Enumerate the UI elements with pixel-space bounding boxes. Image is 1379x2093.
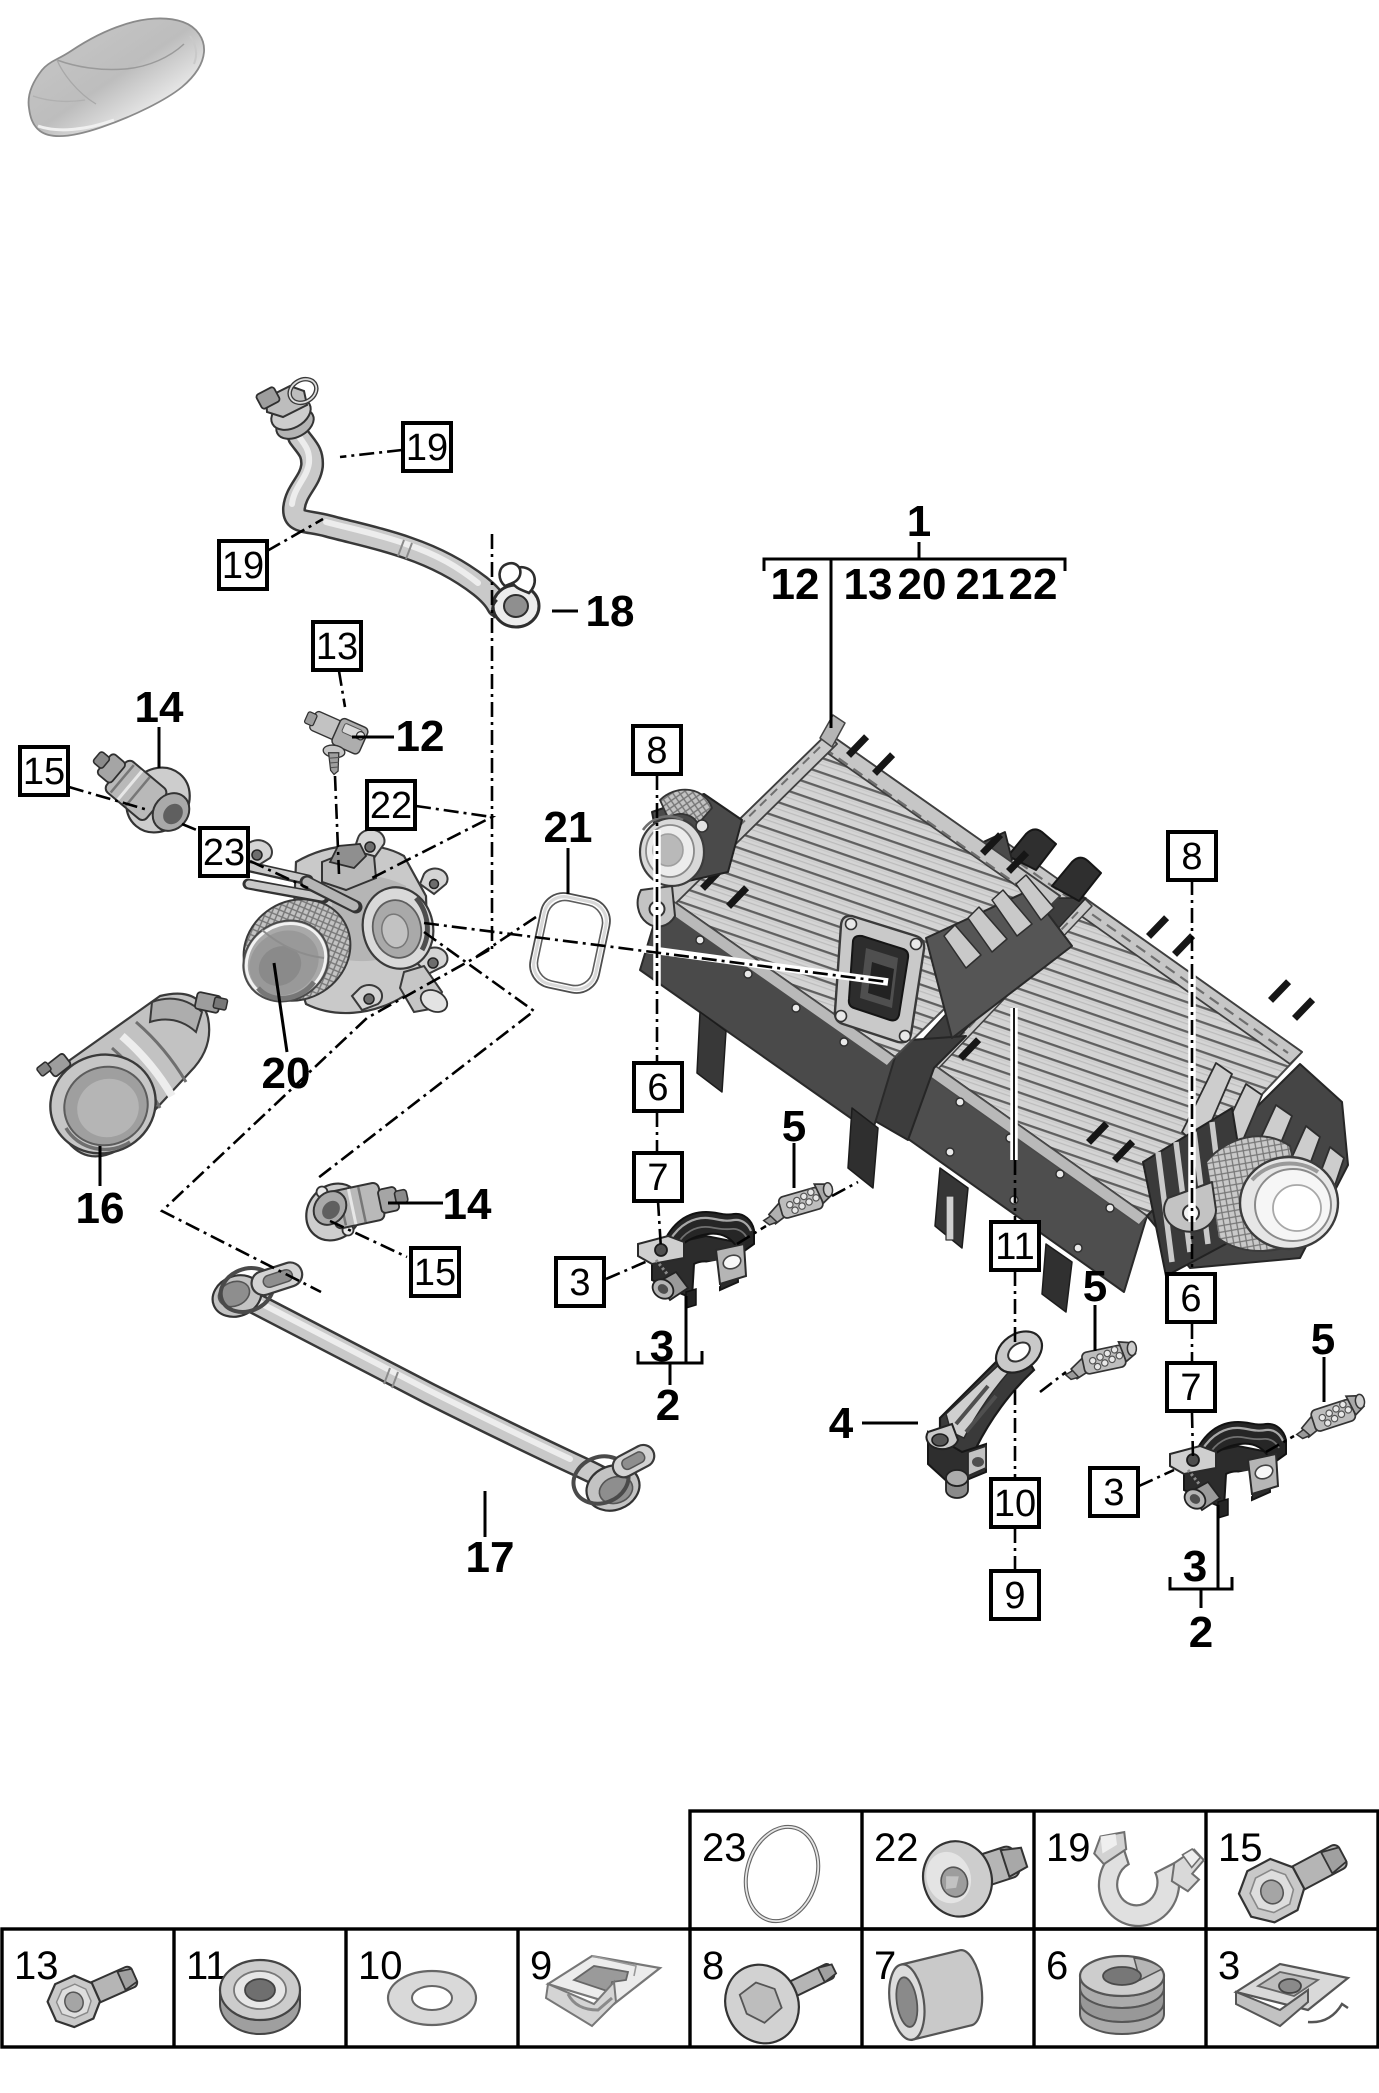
svg-text:12: 12 bbox=[396, 712, 445, 761]
svg-text:23: 23 bbox=[203, 832, 245, 874]
svg-text:22: 22 bbox=[874, 1826, 919, 1870]
svg-text:5: 5 bbox=[782, 1102, 806, 1151]
svg-text:3: 3 bbox=[1103, 1472, 1124, 1514]
svg-text:13: 13 bbox=[14, 1944, 59, 1988]
svg-text:10: 10 bbox=[994, 1483, 1036, 1525]
svg-text:19: 19 bbox=[222, 545, 264, 587]
svg-text:23: 23 bbox=[702, 1826, 747, 1870]
svg-text:18: 18 bbox=[586, 587, 635, 636]
svg-text:11: 11 bbox=[995, 1226, 1034, 1268]
svg-text:3: 3 bbox=[1218, 1944, 1240, 1988]
svg-text:9: 9 bbox=[1004, 1575, 1025, 1617]
svg-text:20: 20 bbox=[898, 560, 947, 609]
svg-text:6: 6 bbox=[647, 1067, 668, 1109]
svg-text:8: 8 bbox=[702, 1944, 724, 1988]
svg-text:7: 7 bbox=[647, 1157, 668, 1199]
svg-text:5: 5 bbox=[1083, 1262, 1107, 1311]
svg-text:14: 14 bbox=[443, 1180, 492, 1229]
svg-text:3: 3 bbox=[1183, 1542, 1207, 1591]
svg-text:19: 19 bbox=[1046, 1826, 1091, 1870]
svg-text:12: 12 bbox=[771, 560, 820, 609]
svg-text:8: 8 bbox=[1181, 836, 1202, 878]
svg-text:1: 1 bbox=[907, 497, 931, 546]
svg-text:2: 2 bbox=[1189, 1608, 1213, 1657]
svg-text:9: 9 bbox=[530, 1944, 552, 1988]
svg-text:10: 10 bbox=[358, 1944, 403, 1988]
svg-text:21: 21 bbox=[544, 803, 593, 852]
svg-text:8: 8 bbox=[646, 730, 667, 772]
svg-text:21: 21 bbox=[956, 560, 1005, 609]
svg-text:16: 16 bbox=[76, 1184, 125, 1233]
svg-text:3: 3 bbox=[569, 1262, 590, 1304]
svg-text:15: 15 bbox=[1218, 1826, 1263, 1870]
svg-text:22: 22 bbox=[370, 785, 412, 827]
svg-text:6: 6 bbox=[1180, 1278, 1201, 1320]
svg-text:15: 15 bbox=[23, 751, 65, 793]
svg-text:14: 14 bbox=[135, 683, 184, 732]
svg-text:13: 13 bbox=[316, 626, 358, 668]
svg-text:4: 4 bbox=[829, 1399, 854, 1448]
svg-text:22: 22 bbox=[1009, 560, 1058, 609]
svg-text:17: 17 bbox=[466, 1533, 515, 1582]
svg-text:15: 15 bbox=[414, 1252, 456, 1294]
svg-text:3: 3 bbox=[650, 1322, 674, 1371]
svg-text:5: 5 bbox=[1311, 1315, 1335, 1364]
svg-text:20: 20 bbox=[262, 1049, 311, 1098]
svg-text:6: 6 bbox=[1046, 1944, 1068, 1988]
svg-text:11: 11 bbox=[186, 1944, 228, 1988]
svg-text:7: 7 bbox=[1180, 1367, 1201, 1409]
svg-text:13: 13 bbox=[844, 560, 893, 609]
svg-text:2: 2 bbox=[656, 1381, 680, 1430]
svg-text:19: 19 bbox=[406, 427, 448, 469]
